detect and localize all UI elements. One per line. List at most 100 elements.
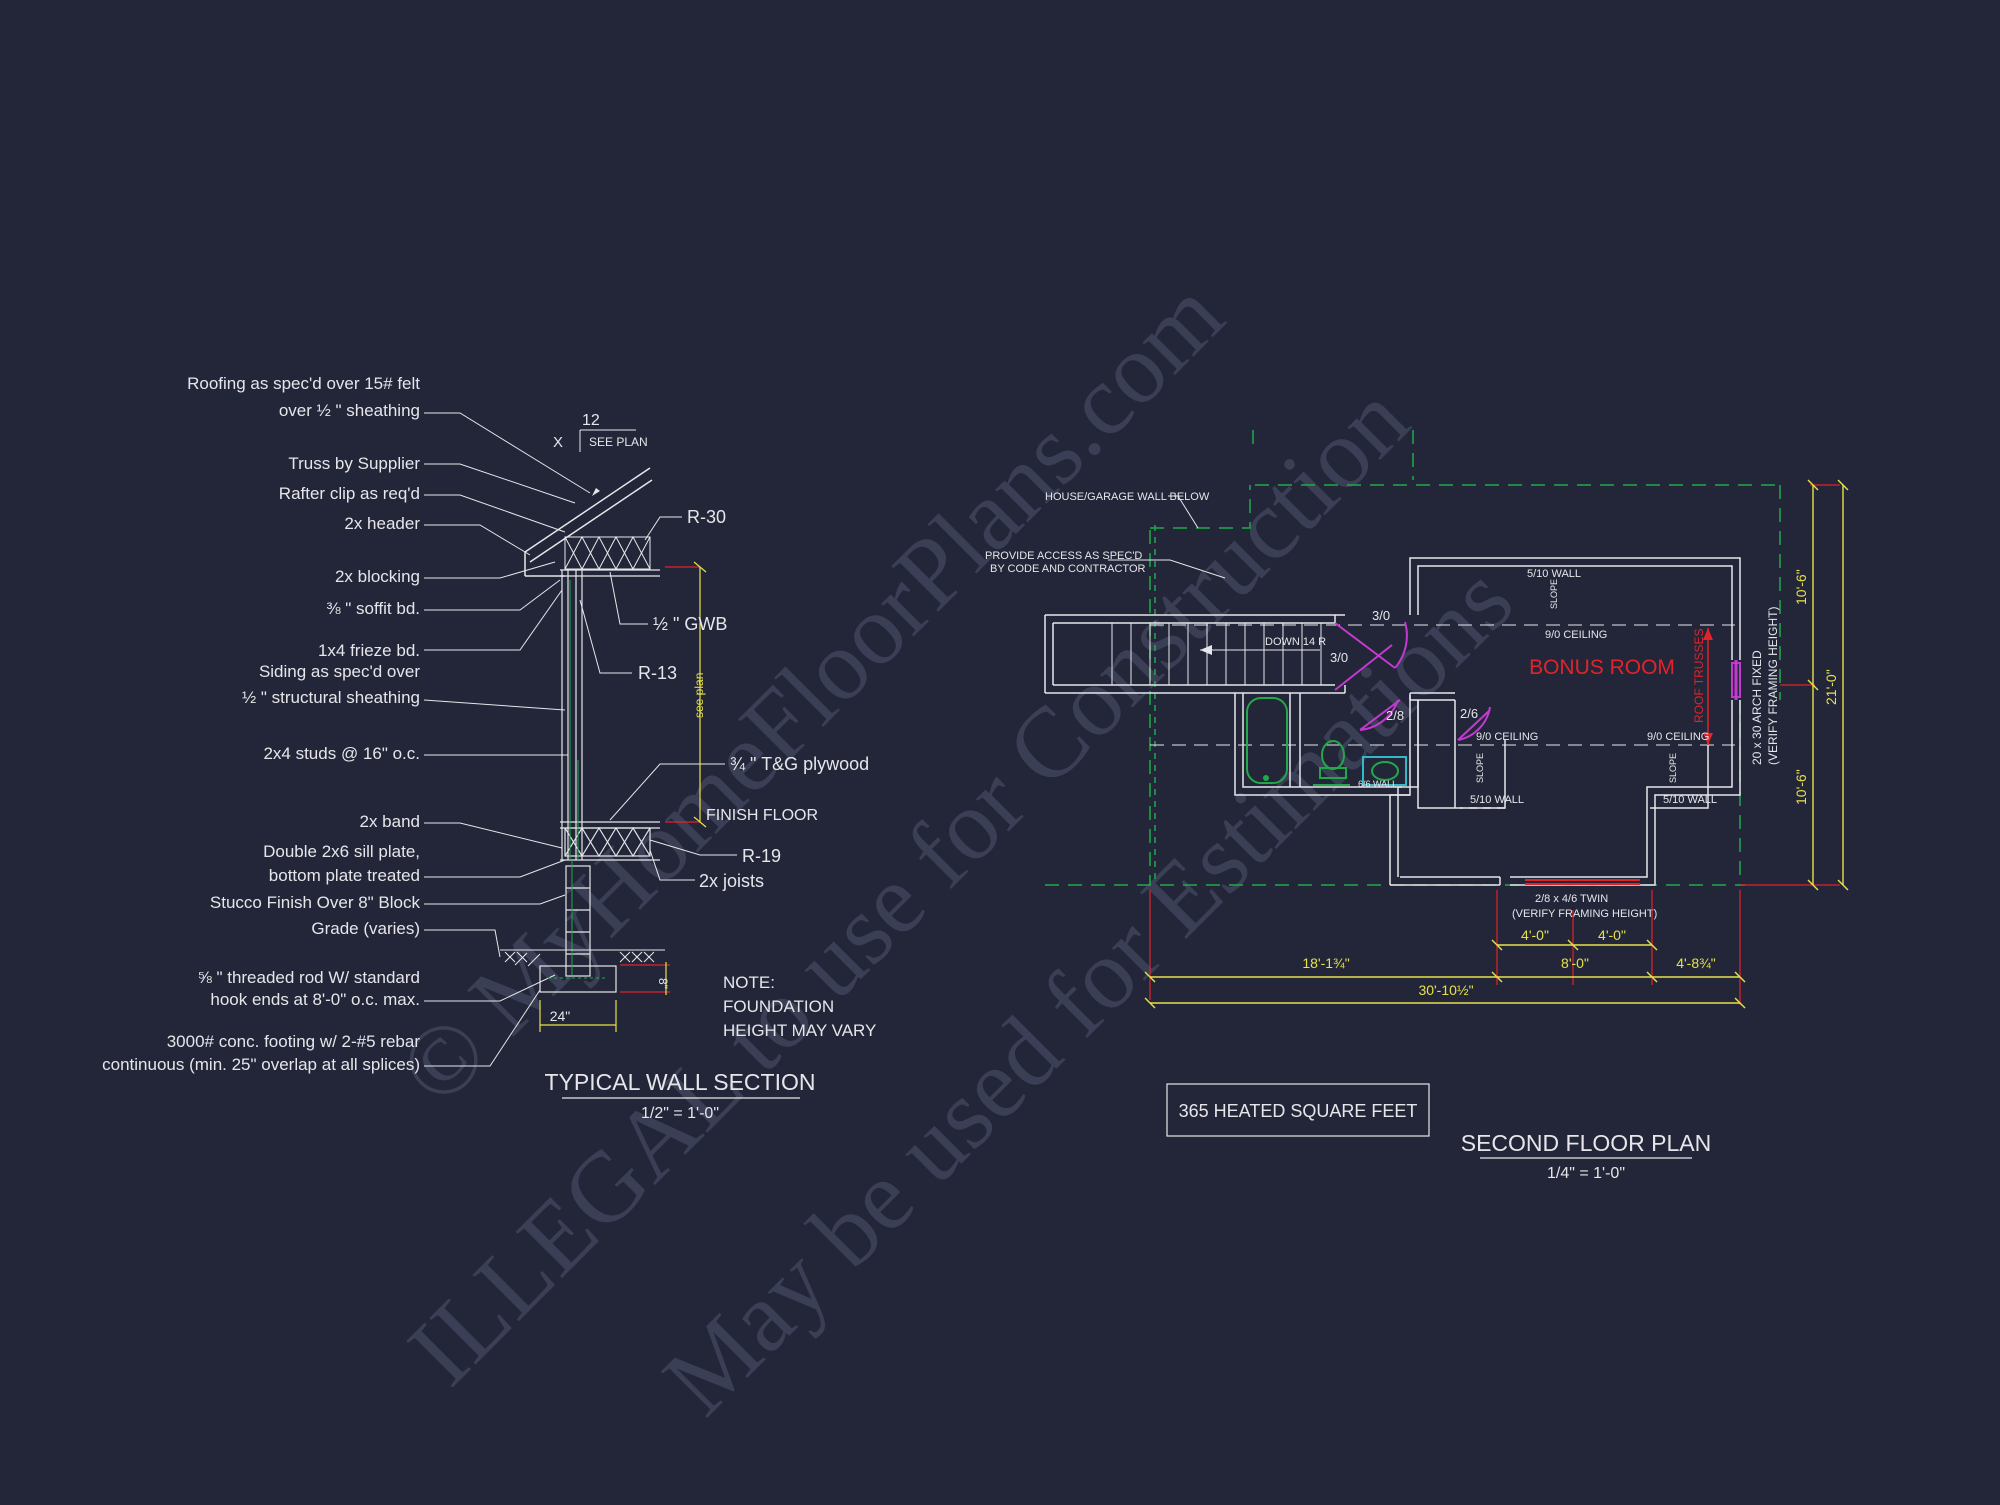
label-r19: R-19	[742, 846, 781, 866]
callout-footing: 3000# conc. footing w/ 2-#5 rebar	[167, 1032, 421, 1051]
dimension-texts: 18'-1¾" 4'-0" 4'-0" 8'-0" 4'-8¾" 30'-10½…	[1302, 569, 1839, 998]
heated-sqft-box	[1166, 1083, 1430, 1137]
plan-note-leaders	[1108, 495, 1226, 579]
label-door-28: 2/8	[1386, 708, 1404, 723]
label-window-1: 2/8 x 4/6 TWIN	[1535, 893, 1608, 905]
label-wall-top: 5/10 WALL	[1527, 568, 1581, 580]
label-ceiling-left: 9/0 CEILING	[1476, 731, 1538, 743]
note-garage-wall: HOUSE/GARAGE WALL BELOW	[1045, 491, 1210, 503]
floor-plan-scale: 1/4" = 1'-0"	[1547, 1165, 1625, 1182]
label-ceiling-top: 9/0 CEILING	[1545, 629, 1607, 641]
dim-8-0: 8'-0"	[1561, 955, 1589, 971]
yellow-dim-lines	[1144, 479, 1849, 1009]
slope-arrowhead	[592, 488, 600, 496]
pitch-run: X	[553, 434, 563, 451]
label-window-2: (VERIFY FRAMING HEIGHT)	[1512, 908, 1657, 920]
truss-arrow-top	[1703, 628, 1713, 640]
stair-arrow	[1200, 645, 1212, 655]
label-roof-trusses: ROOF TRUSSES	[1692, 629, 1706, 723]
room-name-bonus: BONUS ROOM	[1529, 656, 1675, 679]
label-arch-2: (VERIFY FRAMING HEIGHT)	[1766, 607, 1780, 765]
vanity	[1362, 756, 1407, 786]
callout-structural-sheathing: ½ " structural sheathing	[242, 688, 420, 707]
note-line-2: HEIGHT MAY VARY	[723, 1021, 876, 1040]
label-slope-top: SLOPE	[1549, 579, 1559, 609]
label-door-26: 2/6	[1460, 706, 1478, 721]
label-stair: DOWN 14 R	[1265, 636, 1326, 648]
callout-studs: 2x4 studs @ 16" o.c.	[263, 744, 420, 763]
label-gwb: ½ " GWB	[653, 614, 727, 634]
callout-sheathing: over ½ " sheathing	[279, 401, 420, 420]
wall-framing	[539, 569, 660, 993]
twin-window	[1525, 879, 1640, 885]
plan-walls	[1044, 557, 1741, 886]
label-plywood: ¾ " T&G plywood	[730, 754, 869, 774]
callout-header: 2x header	[344, 514, 420, 533]
watermark: © MyHomeFloorPlans.com ILLEGAL to use fo…	[377, 259, 1534, 1436]
callout-sill-plate: Double 2x6 sill plate,	[263, 842, 420, 861]
callout-hook-ends: hook ends at 8'-0" o.c. max.	[210, 990, 420, 1009]
callout-roofing: Roofing as spec'd over 15# felt	[187, 374, 420, 393]
callout-soffit: ⅜ " soffit bd.	[326, 599, 420, 618]
dim-18-1: 18'-1¾"	[1302, 955, 1349, 971]
callout-frieze: 1x4 frieze bd.	[318, 641, 420, 660]
label-r30: R-30	[687, 507, 726, 527]
dim-4-8: 4'-8¾"	[1676, 955, 1716, 971]
callout-bottom-plate: bottom plate treated	[269, 866, 420, 885]
dim-4-0-a: 4'-0"	[1521, 927, 1549, 943]
note-access-1: PROVIDE ACCESS AS SPEC'D	[985, 550, 1142, 562]
callout-rafter-clip: Rafter clip as req'd	[279, 484, 420, 503]
pitch-symbol: 12 X SEE PLAN	[553, 412, 648, 451]
wall-section: Roofing as spec'd over 15# felt over ½ "…	[102, 374, 876, 1122]
wall-leaders	[423, 412, 737, 1067]
callout-blocking: 2x blocking	[335, 567, 420, 586]
label-slope-left: SLOPE	[1475, 753, 1485, 783]
floor-plan-title: SECOND FLOOR PLAN	[1461, 1130, 1712, 1156]
bathroom-fixtures	[1246, 697, 1350, 786]
dim-4-0-b: 4'-0"	[1598, 927, 1626, 943]
label-door-30a: 3/0	[1372, 608, 1390, 623]
dim-21-0: 21'-0"	[1823, 669, 1839, 705]
wall-right-labels: R-30 ½ " GWB R-13 ¾ " T&G plywood FINISH…	[550, 507, 869, 1024]
callout-grade: Grade (varies)	[311, 919, 420, 938]
doors	[1334, 621, 1741, 741]
label-ceiling-right: 9/0 CEILING	[1647, 731, 1709, 743]
footing-width: 24"	[550, 1008, 571, 1024]
wall-callouts: Roofing as spec'd over 15# felt over ½ "…	[102, 374, 420, 1074]
wall-section-title: TYPICAL WALL SECTION	[545, 1069, 816, 1095]
label-joists: 2x joists	[699, 871, 764, 891]
callout-stucco: Stucco Finish Over 8" Block	[210, 893, 421, 912]
roof-assembly	[524, 429, 653, 577]
pitch-note: SEE PLAN	[589, 435, 648, 449]
note-line-1: FOUNDATION	[723, 997, 834, 1016]
callout-band: 2x band	[360, 812, 421, 831]
plan-labels: HOUSE/GARAGE WALL BELOW PROVIDE ACCESS A…	[985, 491, 1780, 920]
label-finish-floor: FINISH FLOOR	[706, 807, 818, 824]
label-wall-left: 5/10 WALL	[1470, 794, 1524, 806]
ceiling-insulation	[564, 535, 651, 571]
grade-hatch	[500, 949, 665, 967]
foundation-note: NOTE: FOUNDATION HEIGHT MAY VARY	[723, 973, 876, 1040]
footing-depth: 8"	[656, 978, 670, 989]
wall-section-scale: 1/2" = 1'-0"	[641, 1105, 719, 1122]
note-access-2: BY CODE AND CONTRACTOR	[990, 563, 1146, 575]
callout-siding: Siding as spec'd over	[259, 662, 420, 681]
label-wall-right: 5/10 WALL	[1663, 794, 1717, 806]
callout-threaded-rod: ⅝ " threaded rod W/ standard	[198, 968, 420, 987]
red-dim-extensions	[1149, 484, 1840, 1005]
dim-10-6-top: 10'-6"	[1793, 569, 1809, 605]
green-sheathing-lines	[548, 580, 605, 979]
label-slope-right: SLOPE	[1668, 753, 1678, 783]
callout-continuous: continuous (min. 25" overlap at all spli…	[102, 1055, 420, 1074]
label-door-30b: 3/0	[1330, 650, 1348, 665]
label-wall-bath: 6/6 WALL	[1358, 779, 1397, 789]
tub-drain	[1263, 775, 1269, 781]
dim-10-6-bottom: 10'-6"	[1793, 769, 1809, 805]
heated-sqft: 365 HEATED SQUARE FEET	[1179, 1101, 1418, 1121]
note-heading: NOTE:	[723, 973, 775, 992]
pitch-rise: 12	[582, 412, 600, 429]
label-arch-1: 20 x 30 ARCH FIXED	[1750, 650, 1764, 765]
label-r13: R-13	[638, 663, 677, 683]
